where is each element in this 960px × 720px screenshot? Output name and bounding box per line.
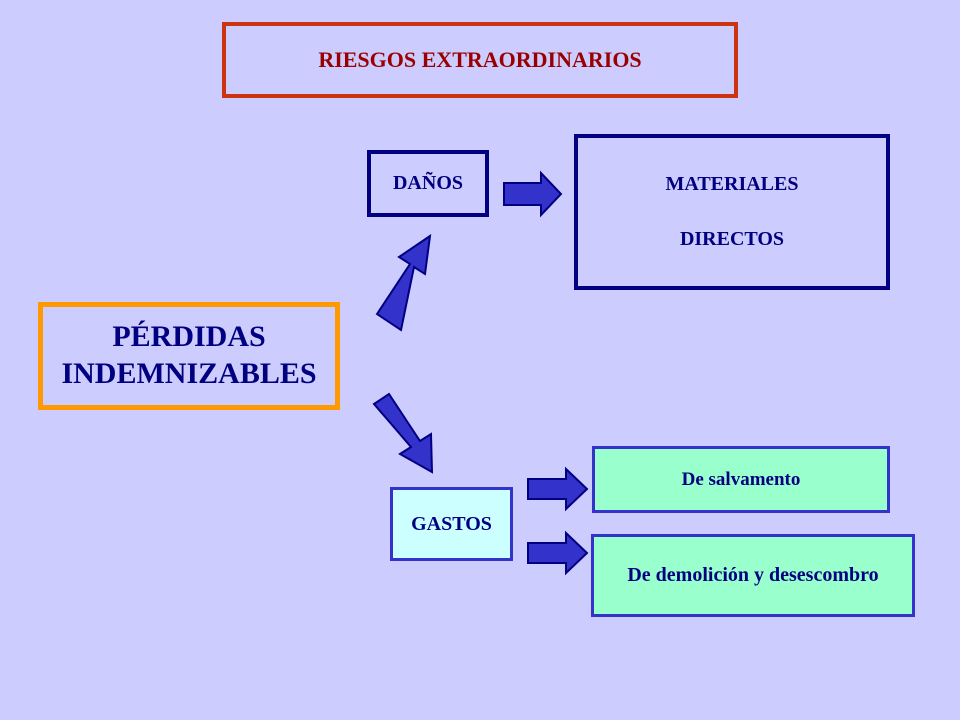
node-gastos-label: GASTOS [411, 512, 492, 535]
node-danos-label: DAÑOS [392, 172, 463, 194]
node-gastos: GASTOS [390, 487, 513, 561]
root-node-line2: INDEMNIZABLES [61, 357, 317, 390]
node-demolicion: De demolición y desescombro [591, 534, 915, 617]
diagram-title-text: RIESGOS EXTRAORDINARIOS [318, 47, 642, 72]
root-node-perdidas: PÉRDIDAS INDEMNIZABLES [38, 302, 340, 410]
node-materiales-line1: MATERIALES [665, 173, 799, 195]
diagram-title: RIESGOS EXTRAORDINARIOS [222, 22, 738, 98]
node-materiales-line2: DIRECTOS [679, 228, 785, 250]
node-salvamento-label: De salvamento [681, 468, 801, 490]
arrow-gastos-to-demolicion [527, 530, 589, 576]
node-materiales-directos: MATERIALES DIRECTOS [574, 134, 890, 290]
arrow-danos-to-materiales [503, 170, 563, 218]
root-node-line1: PÉRDIDAS [112, 320, 266, 354]
arrow-gastos-to-salvamento [527, 466, 589, 512]
arrow-root-to-danos [375, 233, 432, 332]
node-demolicion-label: De demolición y desescombro [627, 564, 879, 586]
arrow-root-to-gastos [372, 392, 434, 474]
node-salvamento: De salvamento [592, 446, 890, 513]
node-danos: DAÑOS [367, 150, 489, 217]
